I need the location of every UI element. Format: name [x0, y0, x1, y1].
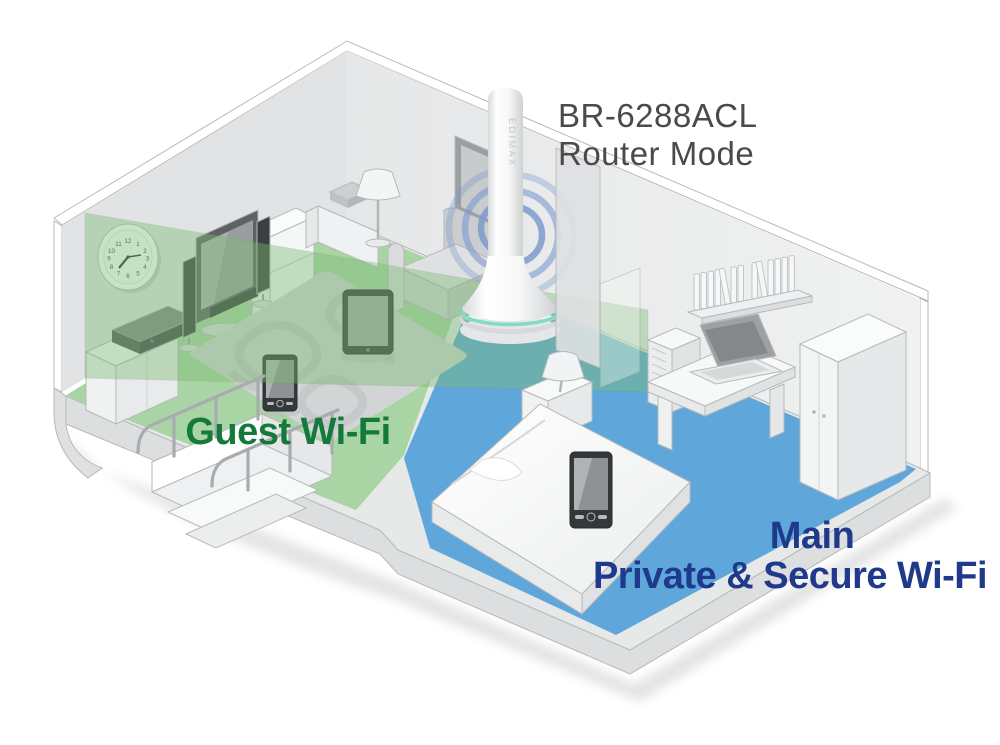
- door-opening: [599, 267, 641, 389]
- tablet: [340, 289, 396, 363]
- svg-text:10: 10: [108, 248, 115, 255]
- svg-text:6: 6: [126, 273, 130, 280]
- flat-tv: [195, 209, 259, 338]
- laptop: [688, 313, 784, 385]
- keyboard: [700, 362, 770, 380]
- tower-speaker-right: [252, 215, 274, 308]
- door-handle: [822, 414, 826, 418]
- svg-text:11: 11: [115, 241, 122, 248]
- router-brand-label: EDIMAX: [507, 118, 517, 168]
- svg-text:9: 9: [107, 256, 111, 263]
- clock-numerals: 12 1 2 3 4 5 6 7 8 9 10 11: [107, 238, 150, 280]
- main-wifi-label-line2: Private & Secure Wi-Fi: [593, 555, 987, 597]
- labels: BR-6288ACL Router Mode Guest Wi-Fi Main …: [185, 97, 987, 597]
- wall-clock: 12 1 2 3 4 5 6 7 8 9 10 11: [97, 223, 161, 293]
- minute-hand: [127, 254, 142, 258]
- svg-text:12: 12: [125, 238, 132, 245]
- stair-railings: [136, 374, 340, 492]
- door-handle: [812, 410, 816, 414]
- smartphone-rug: [260, 354, 300, 417]
- interior-doorway: [555, 147, 641, 389]
- tv-soundbar: [210, 286, 258, 318]
- stair-tread: [184, 493, 308, 549]
- stair-tread: [166, 467, 320, 535]
- wall-top-rim: [53, 40, 929, 302]
- svg-text:1: 1: [136, 241, 140, 248]
- staircase: [136, 374, 340, 549]
- guest-wifi-label: Guest Wi-Fi: [185, 411, 390, 453]
- svg-text:4: 4: [143, 264, 147, 271]
- floor-shadow: [62, 430, 958, 702]
- svg-text:5: 5: [136, 271, 140, 278]
- wardrobe-side: [837, 331, 907, 501]
- interior-wall: [555, 147, 601, 369]
- router-column: [488, 88, 523, 256]
- bed: [431, 403, 691, 616]
- vent-slots: [651, 347, 667, 395]
- bedside-lamp: [541, 351, 585, 393]
- wifi-router: EDIMAX: [460, 88, 560, 344]
- smartphone-bed: [569, 451, 613, 529]
- mattress: [431, 403, 691, 595]
- sheet-fold: [469, 457, 523, 481]
- home-button: [366, 348, 370, 352]
- desk-leg: [769, 383, 785, 439]
- svg-text:3: 3: [146, 256, 150, 263]
- svg-text:7: 7: [117, 271, 121, 278]
- sideboard: [304, 181, 380, 269]
- title-model: BR-6288ACL: [558, 97, 757, 134]
- desk-leg: [657, 395, 673, 451]
- main-wifi-label-line1: Main: [770, 515, 855, 557]
- router-ring: [460, 311, 560, 327]
- wall-left-rim: [53, 220, 63, 393]
- svg-text:8: 8: [110, 264, 114, 271]
- floor-lamp: [355, 168, 401, 248]
- title-mode: Router Mode: [558, 135, 754, 172]
- wall-book-shelf: [686, 255, 814, 325]
- lamp-shade: [541, 351, 585, 382]
- wall-right-rim: [919, 297, 929, 475]
- power-led: [150, 339, 154, 343]
- wardrobe: [798, 313, 908, 501]
- books: [693, 255, 795, 311]
- lamp-shade: [355, 168, 401, 201]
- svg-text:2: 2: [143, 248, 147, 255]
- hour-hand: [118, 256, 129, 269]
- left-wall: [62, 51, 347, 392]
